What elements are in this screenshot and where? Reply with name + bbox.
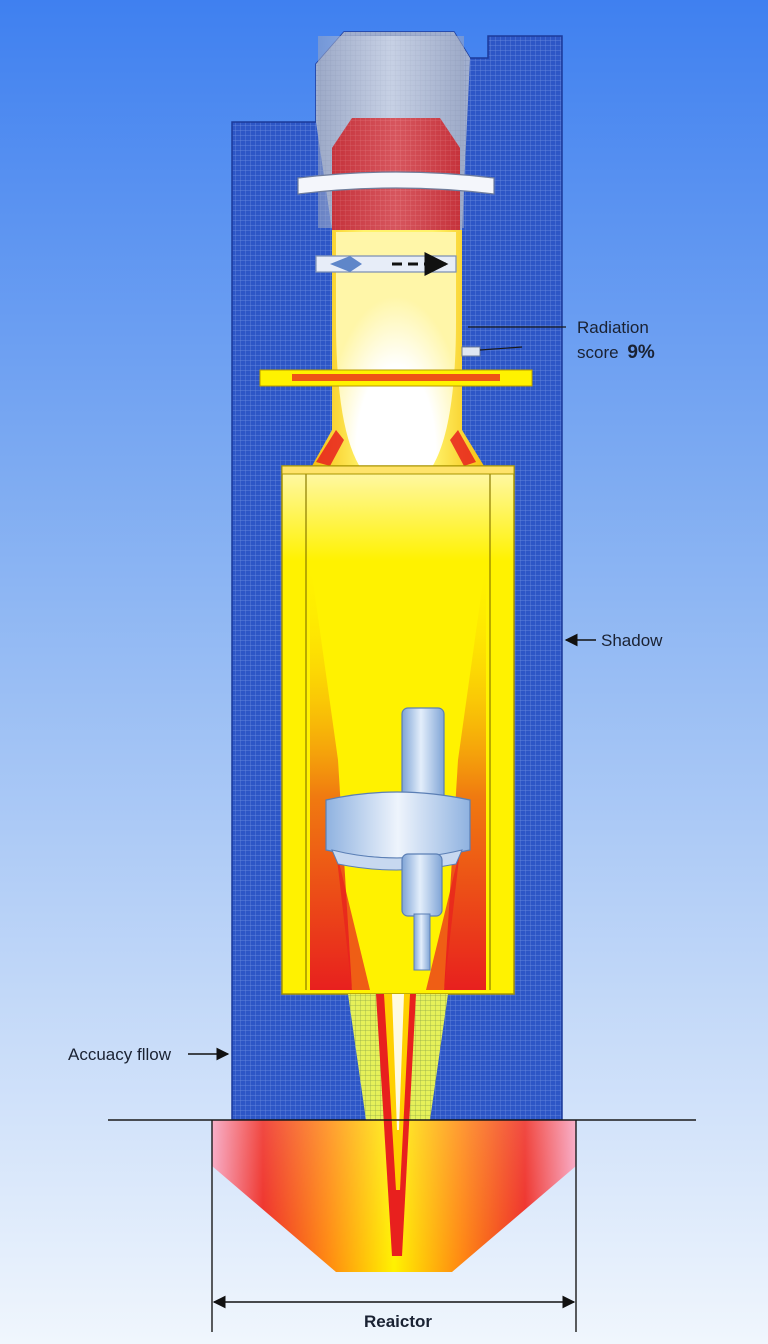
probe-lower [402,854,442,916]
accuracy-flow-label: Accuacy fllow [68,1045,172,1064]
shadow-label: Shadow [601,631,663,650]
radiation-label-line1: Radiation [577,318,649,337]
radiation-value: 9% [627,342,655,363]
radiation-score: score 9% [577,342,655,363]
chamber-top-rim [282,466,514,474]
reactor-label: Reaictor [364,1312,432,1331]
radiation-label: Radiation [577,318,649,337]
radiation-label-line2: score [577,343,619,362]
probe-collar [326,792,470,858]
probe-tip [414,914,430,970]
sensor-pin-icon [462,347,480,356]
flange-bar-red [292,374,500,381]
